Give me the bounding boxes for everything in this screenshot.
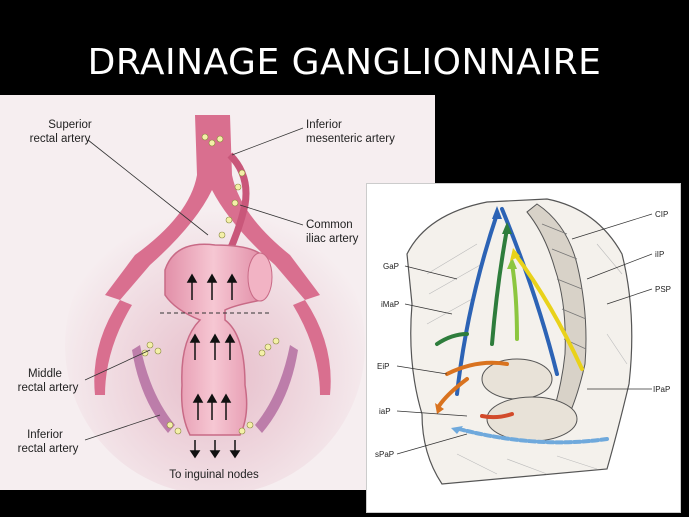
green-pathway-2 (435, 332, 469, 346)
lightblue-pathway (457, 427, 609, 445)
right-iliac-branch (293, 300, 331, 395)
leader-lines (84, 127, 304, 441)
pelvic-floor-organs (486, 396, 578, 442)
label-superior-rectal-1: Superior (48, 119, 92, 131)
label-inferior-mesenteric-1: Inferior (306, 119, 342, 131)
label-eip: EiP (377, 362, 389, 371)
label-middle-rectal-1: Middle (28, 368, 62, 380)
label-superior-rectal-2: rectal artery (30, 133, 91, 145)
label-psp: PSP (655, 285, 671, 294)
label-imap: iMaP (381, 300, 399, 309)
label-cip: CIP (655, 210, 668, 219)
yellow-pathway (513, 252, 584, 371)
pelvic-lymph-drainage-figure: CIP iIP PSP GaP iMaP EiP IPaP iaP sPaP (366, 183, 681, 513)
drainage-arrows (186, 273, 241, 459)
label-inferior-rectal-2: rectal artery (18, 443, 79, 455)
sigmoid-opening (247, 252, 273, 302)
label-common-iliac-1: Common (306, 219, 353, 231)
blue-pathway (455, 212, 499, 396)
label-gap: GaP (383, 262, 399, 271)
drainage-pathways (435, 207, 609, 445)
red-pathway (480, 412, 514, 420)
label-iip: iIP (655, 250, 664, 259)
label-middle-rectal-2: rectal artery (18, 382, 79, 394)
vertebra-lines (541, 223, 587, 350)
label-common-iliac-2: iliac artery (306, 233, 359, 245)
right-leader-lines (396, 213, 653, 455)
bladder (481, 358, 553, 400)
label-inferior-rectal-1: Inferior (27, 429, 63, 441)
lightgreen-pathway (510, 262, 519, 341)
blue-pathway-2 (500, 207, 559, 376)
label-inguinal-nodes: To inguinal nodes (169, 469, 259, 481)
orange-pathway-2 (437, 377, 469, 408)
label-spap: sPaP (375, 450, 394, 459)
label-inferior-mesenteric-2: mesenteric artery (306, 133, 395, 145)
tissue-texture (426, 243, 628, 475)
label-iap: iaP (379, 407, 391, 416)
right-levator-muscle (255, 345, 298, 433)
rectal-anatomy-illustration: Superior rectal artery Inferior mesenter… (18, 115, 395, 495)
slide-title: DRAINAGE GANGLIONNAIRE (87, 42, 602, 83)
arrowheads (435, 206, 520, 434)
orange-pathway (445, 360, 509, 376)
rectal-vascular-figure: Superior rectal artery Inferior mesenter… (0, 95, 435, 495)
left-levator-muscle (132, 345, 175, 433)
lymph-nodes (141, 133, 280, 435)
pelvic-section-illustration: CIP iIP PSP GaP iMaP EiP IPaP iaP sPaP (375, 198, 671, 485)
aorta-iliac-arteries (105, 115, 320, 300)
green-pathway (490, 227, 509, 346)
label-ipap: IPaP (653, 385, 670, 394)
